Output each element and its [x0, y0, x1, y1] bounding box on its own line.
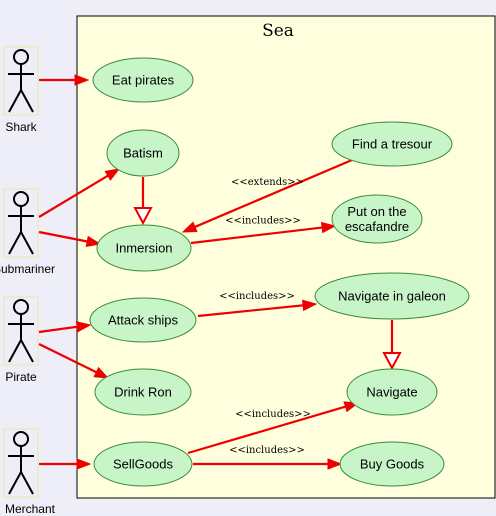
usecase-ellipse [96, 224, 192, 272]
usecase-ellipse [93, 441, 193, 487]
usecase-label: Inmersion [115, 241, 172, 256]
actor-highlight [3, 296, 39, 366]
usecase-label: Drink Ron [114, 385, 172, 400]
actor-merchant: Merchant [3, 428, 56, 516]
actor-label: Merchant [5, 502, 56, 516]
actor-highlight [3, 428, 39, 498]
usecase-label: Find a tresour [352, 137, 433, 152]
usecase-ellipse [89, 297, 197, 343]
stereotype-label: <<includes>> [229, 445, 305, 456]
actor-label: Shark [5, 120, 37, 134]
usecase-immersion: Inmersion [96, 224, 192, 272]
actor-shark: Shark [3, 46, 39, 134]
relation-navigate_galeon-to-navigate [382, 320, 402, 371]
relation-line [190, 226, 325, 245]
actor-stick-figure-icon [8, 49, 34, 113]
relation-pirate-to-attack_ships [38, 321, 92, 334]
arrowhead [320, 221, 337, 234]
relations-layer: <<extends>> <<includes>> <<includes>> <<inc… [38, 74, 402, 470]
usecase-label: Navigate [366, 385, 417, 400]
arrowhead [181, 221, 198, 233]
usecase-ellipse [92, 57, 194, 103]
arrowhead [104, 168, 121, 181]
usecase-eat-pirates: Eat pirates [92, 57, 194, 103]
actor-stick-figure-icon [8, 299, 34, 363]
usecase-ellipse [339, 441, 445, 487]
relation-line [38, 173, 111, 218]
relation-line [192, 158, 353, 229]
usecase-label: Buy Goods [360, 457, 425, 472]
relation-merchant-to-sell_goods [39, 458, 92, 470]
arrowhead [74, 74, 90, 86]
generalization-arrowhead [382, 352, 402, 371]
actor-label: Submariner [0, 262, 55, 276]
usecase-label: escafandre [345, 219, 409, 234]
usecase-ellipse [331, 121, 453, 167]
actors-layer: SharkSubmarinerPirateMerchant [0, 46, 56, 516]
usecase-navigate-galeon: Navigate in galeon [314, 272, 470, 320]
generalization-arrowhead [133, 207, 153, 226]
relation-find_tresour-to-immersion: <<extends>> [181, 158, 353, 233]
arrowhead [75, 321, 92, 333]
usecase-label: SellGoods [113, 457, 173, 472]
arrowhead [301, 299, 318, 312]
relation-line [187, 405, 348, 455]
arrowhead [76, 458, 92, 470]
usecase-label: Eat pirates [112, 73, 175, 88]
actor-highlight [3, 46, 39, 116]
relation-pirate-to-drink_ron [38, 343, 110, 379]
arrowhead [327, 458, 343, 470]
usecase-drink-ron: Drink Ron [94, 368, 192, 416]
usecase-attack-ships: Attack ships [89, 297, 197, 343]
actor-pirate: Pirate [3, 296, 39, 384]
stereotype-label: <<includes>> [225, 216, 301, 227]
arrowhead [85, 235, 102, 248]
usecase-find-tresour: Find a tresour [331, 121, 453, 167]
relation-immersion-to-put_on: <<includes>> [190, 216, 337, 245]
usecase-ellipse [94, 368, 192, 416]
stereotype-label: <<includes>> [235, 409, 311, 420]
usecase-navigate: Navigate [346, 368, 438, 416]
actor-stick-figure-icon [8, 191, 34, 255]
arrowhead [93, 366, 110, 379]
usecase-label: Attack ships [108, 313, 179, 328]
relation-line [38, 230, 90, 243]
usecase-sell-goods: SellGoods [93, 441, 193, 487]
relation-line [38, 343, 99, 375]
relation-sell_goods-to-buy_goods: <<includes>> [193, 445, 343, 470]
relation-batism-to-immersion [133, 177, 153, 226]
relation-submariner-to-immersion [38, 230, 102, 248]
actor-label: Pirate [5, 370, 37, 384]
stereotype-label: <<includes>> [219, 291, 295, 302]
usecase-label: Batism [123, 146, 163, 161]
usecase-batism: Batism [106, 129, 180, 177]
usecase-ellipse [346, 368, 438, 416]
relation-attack_ships-to-navigate_galeon: <<includes>> [197, 291, 318, 318]
usecase-label: Put on the [347, 204, 406, 219]
usecase-ellipse [331, 194, 423, 244]
system-title: Sea [262, 21, 294, 41]
usecase-buy-goods: Buy Goods [339, 441, 445, 487]
relation-line [197, 304, 306, 318]
actor-stick-figure-icon [8, 431, 34, 495]
relation-shark-to-eat_pirates [39, 74, 90, 86]
usecase-ellipse [106, 129, 180, 177]
usecase-label: Navigate in galeon [338, 289, 446, 304]
relation-line [38, 325, 80, 334]
actor-submariner: Submariner [0, 188, 55, 276]
usecase-ellipse [314, 272, 470, 320]
actor-highlight [3, 188, 39, 258]
stereotype-label: <<extends>> [231, 177, 304, 188]
relation-submariner-to-batism [38, 168, 121, 218]
